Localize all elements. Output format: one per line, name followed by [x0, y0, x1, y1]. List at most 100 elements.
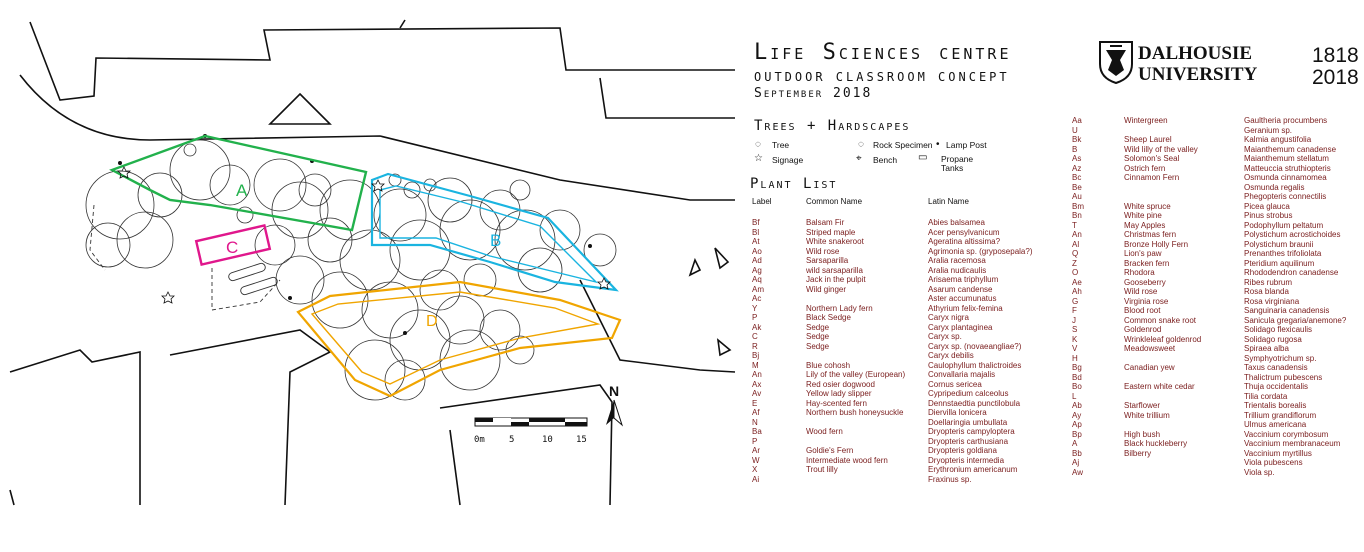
plant-label: An — [752, 370, 762, 379]
plant-latin-name: Geranium sp. — [1244, 125, 1293, 135]
plant-common-name: Yellow lady slipper — [806, 389, 872, 398]
university-logo: DALHOUSIE UNIVERSITY 1818 2018 — [1098, 40, 1359, 100]
plant-label: Z — [1072, 258, 1077, 268]
plant-latin-name: Abies balsamea — [928, 218, 985, 227]
plant-label: Aj — [1072, 458, 1080, 467]
plant-latin-name: Dryopteris goldiana — [928, 446, 997, 455]
plant-label: Ai — [752, 474, 760, 484]
building-outlines — [9, 19, 736, 506]
plant-common-name: Common snake root — [1124, 315, 1197, 325]
plant-common-name: Starflower — [1124, 401, 1161, 410]
plant-common-name: Bilberry — [1124, 448, 1152, 458]
plant-common-name: Wrinkleleaf goldenrod — [1124, 334, 1202, 344]
page-date: September 2018 — [754, 86, 873, 101]
plant-latin-name: Osmunda cinnamomea — [1244, 173, 1327, 182]
plant-common-name: Bracken fern — [1124, 258, 1170, 268]
col-header-common: Common Name — [806, 197, 863, 206]
plant-common-name: Virginia rose — [1124, 296, 1169, 306]
zone-c-outline — [194, 223, 272, 267]
plant-common-name: Intermediate wood fern — [806, 455, 888, 465]
plant-latin-name: Trillium grandiflorum — [1244, 410, 1317, 420]
plant-latin-name: Symphyotrichum sp. — [1244, 353, 1317, 363]
legend-propane: Propane — [941, 154, 974, 164]
plant-label: Av — [752, 389, 762, 398]
plant-label: Az — [1072, 163, 1082, 173]
plant-latin-name: Diervilla lonicera — [928, 408, 987, 417]
plant-label: Aa — [1072, 116, 1082, 125]
plant-label: T — [1072, 220, 1077, 230]
plant-label: Al — [1072, 239, 1080, 249]
signage-markers — [117, 166, 611, 304]
plant-latin-name: Maianthemum canadense — [1244, 144, 1337, 154]
plant-label: Aw — [1072, 467, 1083, 477]
plant-label: Af — [752, 408, 760, 417]
legend-tree: Tree — [772, 140, 790, 150]
plant-common-name: Northern bush honeysuckle — [806, 408, 904, 417]
plant-latin-name: Doellaringia umbullata — [928, 417, 1008, 427]
plant-latin-name: Caryx sp. (novaeangliae?) — [928, 341, 1022, 351]
plant-common-name — [806, 351, 905, 361]
plant-label: P — [752, 313, 758, 322]
plant-latin-name: Aralia racemosa — [928, 256, 986, 265]
plant-latin-name: Trientalis borealis — [1244, 401, 1307, 410]
plant-label: Am — [752, 284, 764, 294]
plant-label: R — [752, 341, 758, 351]
plant-label: W — [752, 455, 760, 465]
zone-d-outline — [296, 280, 622, 398]
plant-common-name: Solomon's Seal — [1124, 154, 1180, 163]
plant-common-name — [1124, 183, 1201, 193]
scale-label-5: 5 — [509, 435, 514, 445]
plant-common-name — [1124, 392, 1201, 402]
plant-latin-name: Osmunda regalis — [1244, 182, 1305, 192]
plant-label: V — [1072, 344, 1078, 353]
lamp-post-icon: • — [936, 139, 940, 150]
plant-latin-name: Tilia cordata — [1244, 391, 1288, 401]
plant-latin-name: Polystichum braunii — [1244, 239, 1314, 249]
plant-latin-name: Caryx plantaginea — [928, 322, 993, 332]
plant-label: Bd — [1072, 372, 1082, 382]
plant-label: Ac — [752, 294, 762, 303]
plant-latin-name: Vaccinium corymbosum — [1244, 429, 1329, 439]
plant-common-name: Wild rose — [1124, 287, 1158, 296]
col-header-latin: Latin Name — [928, 197, 969, 206]
plant-latin-name: Aralia nudicaulis — [928, 265, 987, 275]
plant-latin-name: Dryopteris intermedia — [928, 455, 1005, 465]
propane-area — [211, 268, 281, 311]
plant-label: F — [1072, 306, 1077, 315]
plant-common-name: White pine — [1124, 211, 1162, 220]
plant-common-name: White snakeroot — [806, 237, 864, 246]
plant-common-name: Canadian yew — [1124, 363, 1175, 372]
zone-a-outline — [109, 134, 368, 232]
plant-latin-name: Arisaema triphyllum — [928, 275, 999, 284]
plant-label: Bp — [1072, 429, 1082, 439]
plant-common-name — [806, 418, 905, 428]
scale-label-0: 0m — [474, 435, 485, 445]
zone-c-label: C — [226, 238, 238, 257]
plant-common-name — [806, 475, 905, 485]
plant-common-name: Wild rose — [806, 246, 840, 256]
tree-icon: ◌ — [755, 139, 761, 150]
plant-common-name: Eastern white cedar — [1124, 382, 1195, 391]
plant-label: Ao — [752, 246, 762, 256]
plant-latin-name: Picea glauca — [1244, 201, 1290, 211]
plant-common-name: Balsam Fir — [806, 218, 845, 227]
plant-label: B — [1072, 144, 1078, 154]
plant-common-name: Sedge — [806, 332, 830, 341]
legend-rock: Rock Specimen — [873, 140, 933, 150]
plant-latin-name: Podophyllum peltatum — [1244, 220, 1324, 230]
plant-common-name — [1124, 354, 1201, 364]
benches — [228, 262, 278, 296]
plant-latin-name: Caryx debilis — [928, 351, 974, 360]
plant-common-name: Goldenrod — [1124, 325, 1162, 334]
plant-label: Ba — [752, 427, 762, 436]
year-founded: 1818 — [1312, 44, 1359, 67]
plant-common-name: Jack in the pulpit — [806, 275, 866, 284]
crest-icon — [1099, 41, 1133, 84]
plant-latin-name: Pteridium aquilinum — [1244, 258, 1315, 268]
plant-label: Bm — [1072, 201, 1084, 211]
zone-a-label: A — [236, 181, 248, 200]
plant-common-name — [1124, 420, 1201, 430]
